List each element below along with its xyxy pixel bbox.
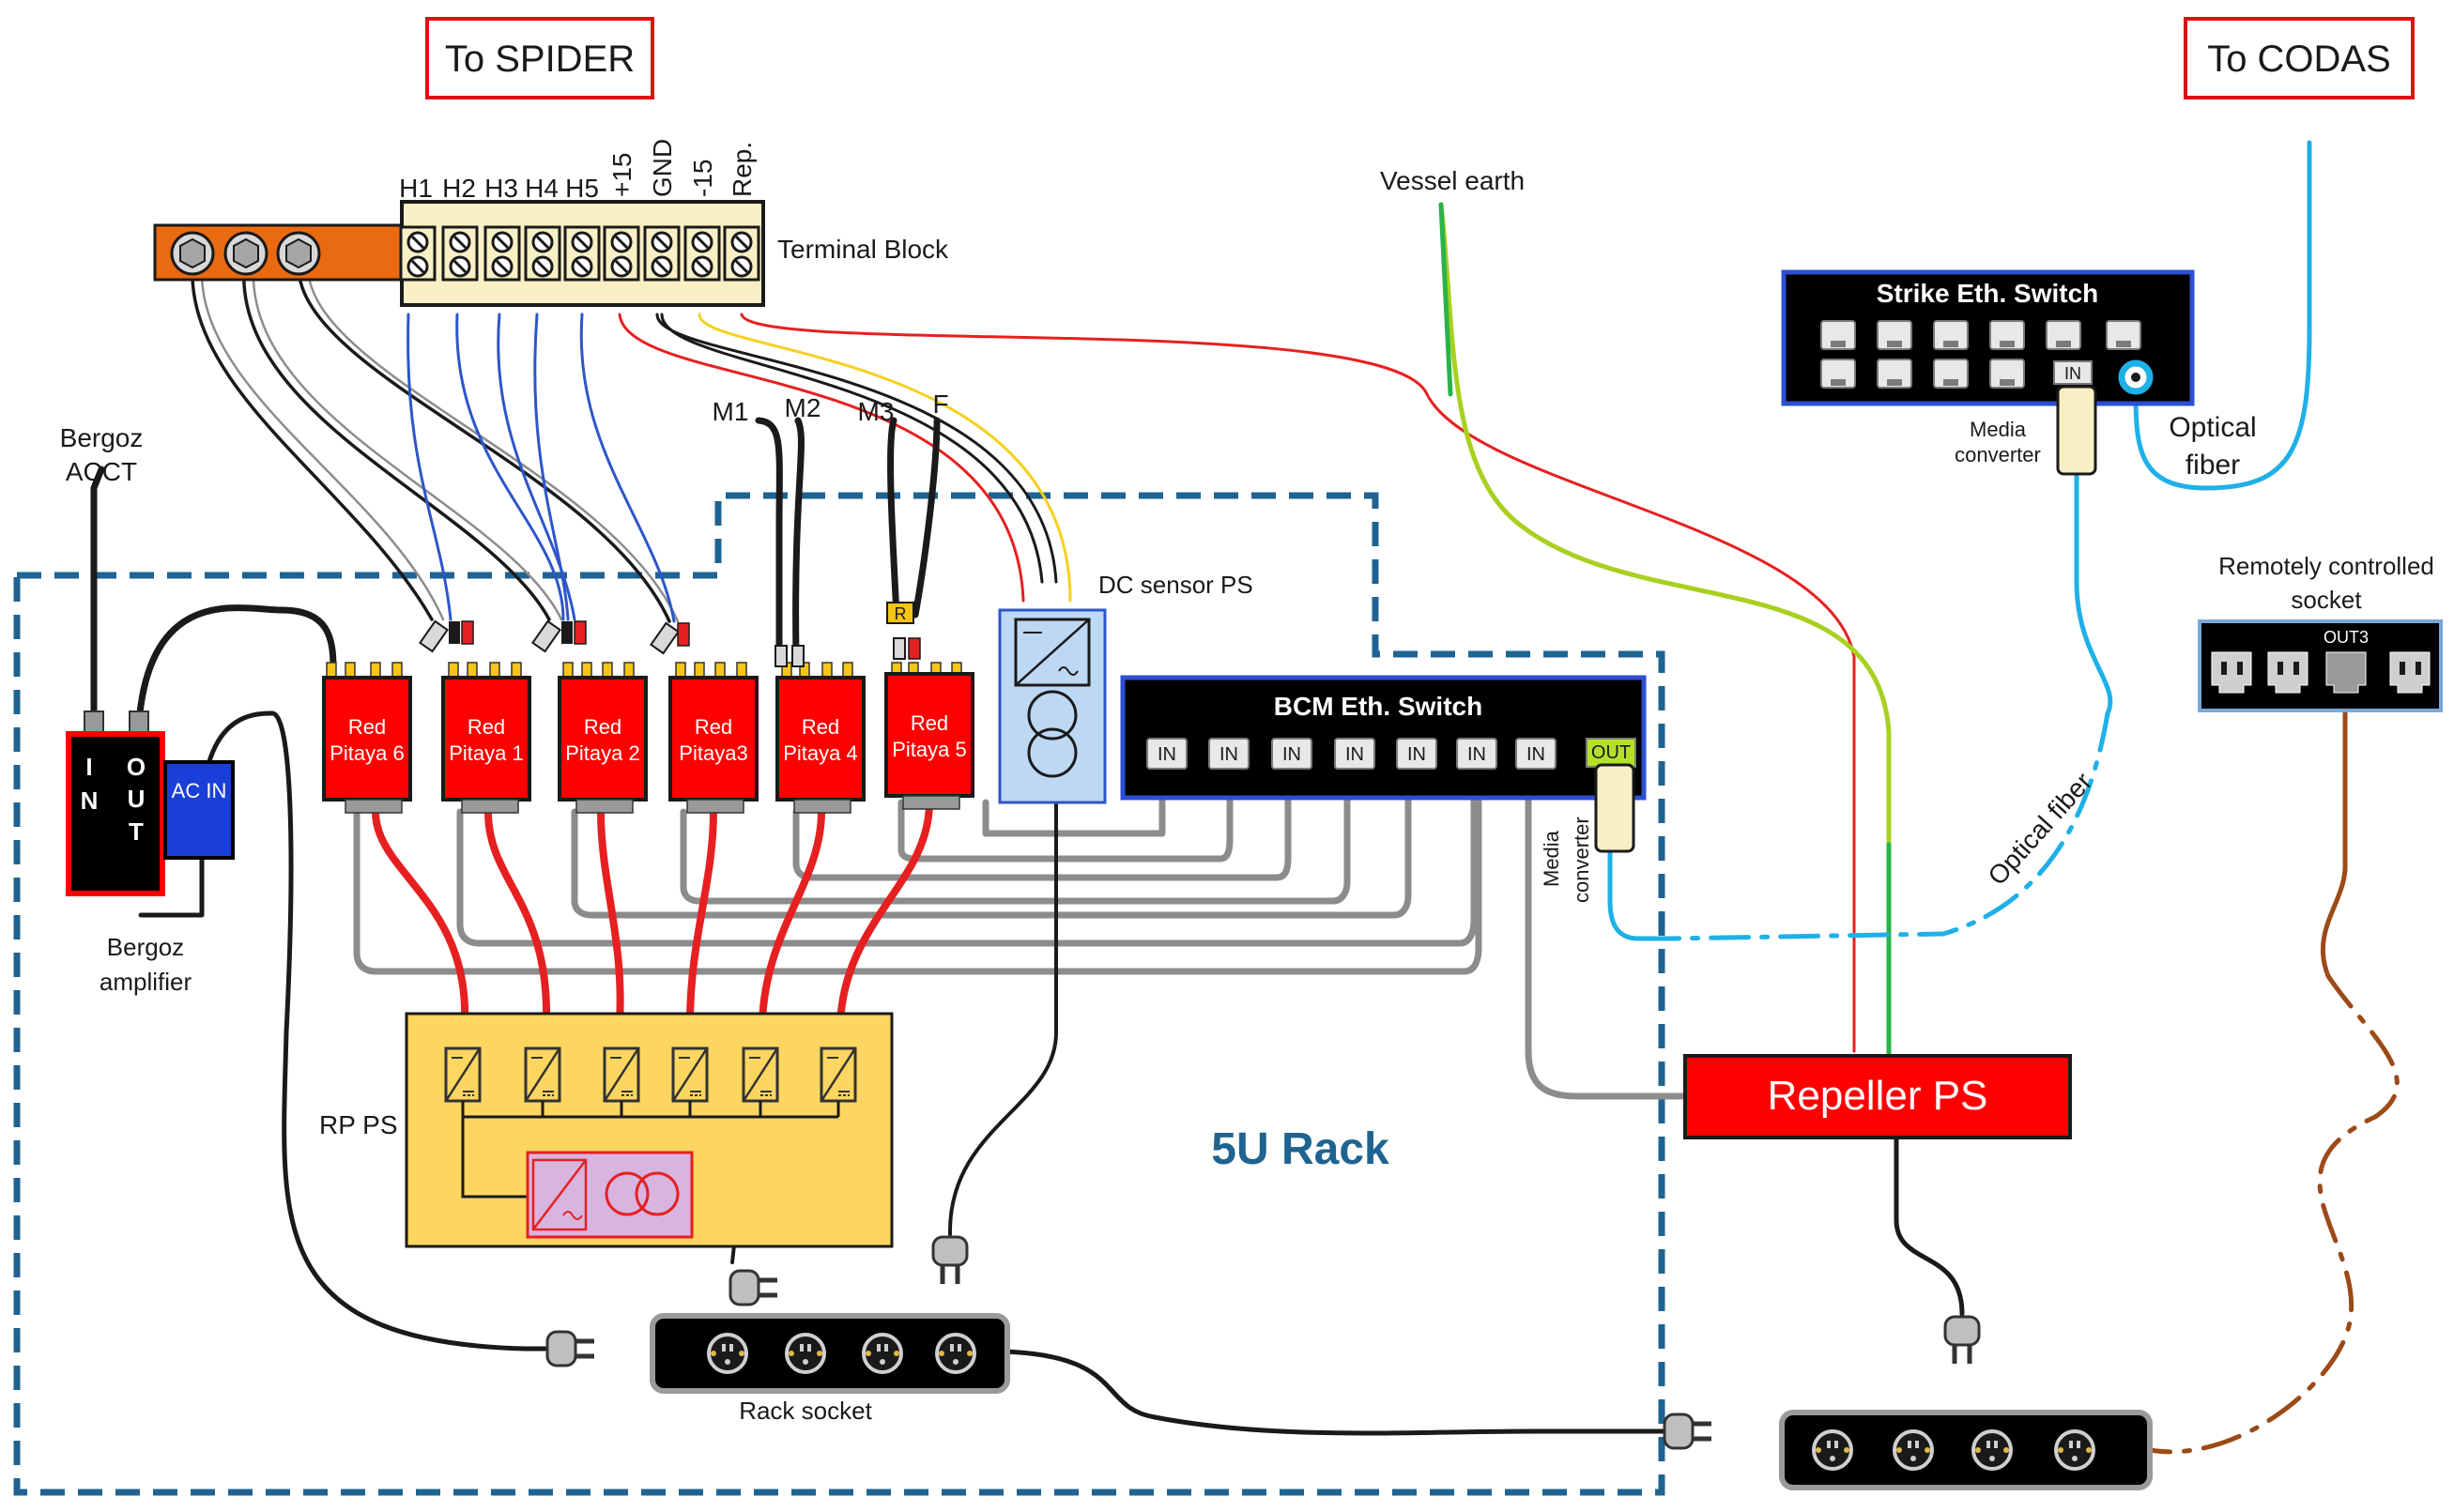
ground-bolt <box>276 231 321 276</box>
svg-text:socket: socket <box>2291 586 2362 614</box>
svg-text:Pitaya 1: Pitaya 1 <box>449 741 524 765</box>
in-letters: I <box>85 753 92 781</box>
rack-socket-label: Rack socket <box>739 1397 872 1425</box>
repeller-socket <box>1779 1410 2153 1490</box>
svg-text:OUT: OUT <box>1591 742 1631 763</box>
dc-sensor-ps <box>998 608 1107 804</box>
cable-label-f: F <box>932 389 948 419</box>
rack-5u-label: 5U Rack <box>1211 1124 1389 1174</box>
out-letters: O <box>127 753 146 781</box>
svg-text:IN: IN <box>1158 744 1176 765</box>
svg-text:Red: Red <box>695 715 732 739</box>
ground-bolt <box>223 231 268 276</box>
terminal-label-minus15: -15 <box>688 160 717 197</box>
svg-text:Pitaya 2: Pitaya 2 <box>565 741 640 765</box>
to-codas-box: To CODAS <box>2184 17 2415 99</box>
ground-bolt <box>170 231 215 276</box>
plug-icon <box>1664 1414 1711 1448</box>
media-converter-top-label: Media <box>1970 418 2027 441</box>
svg-text:Red: Red <box>348 715 386 739</box>
bergoz-acct-label: Bergoz <box>60 423 144 452</box>
svg-text:ACCT: ACCT <box>66 457 137 486</box>
bcm-eth-switch: BCM Eth. Switch IN IN IN IN IN IN IN OUT <box>1120 675 1647 801</box>
repeller-ps: Repeller PS <box>1683 1054 2072 1139</box>
terminal-block: H1 H2 H3 H4 H5 +15 GND -15 Rep. Terminal… <box>153 139 949 307</box>
to-spider-box: To SPIDER <box>425 17 654 99</box>
terminal-label-plus15: +15 <box>607 153 637 198</box>
cable-label-m2: M2 <box>785 393 821 422</box>
svg-text:converter: converter <box>1955 443 2041 466</box>
remote-socket-label: Remotely controlled <box>2218 552 2434 580</box>
plug-icon <box>730 1271 777 1305</box>
svg-text:N: N <box>81 787 99 815</box>
svg-text:amplifier: amplifier <box>100 968 192 996</box>
svg-text:IN: IN <box>1282 744 1301 765</box>
red-pitaya-6: Red Pitaya 6 <box>322 662 412 814</box>
bergoz-amplifier: I N O U T AC IN <box>66 710 235 896</box>
plug-icon <box>547 1332 594 1366</box>
terminal-label-h3: H3 <box>484 174 518 203</box>
strike-eth-switch: Strike Eth. Switch IN <box>1781 269 2195 406</box>
svg-text:IN: IN <box>1467 744 1486 765</box>
svg-text:Pitaya 4: Pitaya 4 <box>783 741 858 765</box>
svg-text:Red: Red <box>911 711 948 735</box>
terminal-label-gnd: GND <box>648 139 677 197</box>
svg-text:Red: Red <box>584 715 621 739</box>
cable-label-m3: M3 <box>858 397 895 426</box>
vessel-earth-label: Vessel earth <box>1380 166 1525 195</box>
svg-text:To SPIDER: To SPIDER <box>445 38 635 80</box>
rp-ps-label: RP PS <box>319 1110 398 1139</box>
plug-icon <box>933 1237 967 1284</box>
svg-text:Pitaya 6: Pitaya 6 <box>330 741 405 765</box>
svg-text:Red: Red <box>802 715 839 739</box>
svg-text:IN: IN <box>1345 744 1364 765</box>
strike-in-port-label: IN <box>2064 364 2081 383</box>
remote-controlled-socket: OUT3 <box>2198 619 2443 712</box>
red-pitaya-3: Red Pitaya3 <box>668 662 759 814</box>
media-converter-top <box>2056 385 2097 476</box>
terminal-label-rep: Rep. <box>728 142 757 197</box>
resistor-label: R <box>895 604 907 623</box>
cable-label-m1: M1 <box>713 397 749 426</box>
svg-text:IN: IN <box>1219 744 1238 765</box>
svg-text:T: T <box>129 817 144 846</box>
bergoz-amplifier-label: Bergoz <box>107 933 184 961</box>
bcm-in-ports: IN IN IN IN IN IN IN <box>1146 738 1557 770</box>
bcm-switch-label: BCM Eth. Switch <box>1274 692 1482 721</box>
red-pitaya-5: Red Pitaya 5 <box>884 662 974 810</box>
bcm-out-port <box>1586 738 1636 768</box>
probe-connectors: R <box>419 602 921 667</box>
plug-icon <box>1945 1317 1979 1364</box>
repeller-ps-label: Repeller PS <box>1768 1073 1988 1119</box>
red-pitaya-1: Red Pitaya 1 <box>441 662 531 814</box>
svg-text:IN: IN <box>1526 744 1545 765</box>
strike-switch-label: Strike Eth. Switch <box>1877 279 2099 308</box>
optical-fiber-label: Optical <box>2169 412 2256 443</box>
rack-outline <box>13 492 1665 1496</box>
red-pitaya-2: Red Pitaya 2 <box>558 662 648 814</box>
dc-sensor-ps-label: DC sensor PS <box>1098 571 1253 599</box>
rack-socket <box>650 1313 1010 1394</box>
svg-text:To CODAS: To CODAS <box>2207 38 2391 80</box>
wires <box>90 140 2400 1455</box>
svg-text:Red: Red <box>468 715 505 739</box>
media-converter-bcm-label: Media <box>1540 830 1563 887</box>
svg-text:Pitaya3: Pitaya3 <box>679 741 747 765</box>
svg-text:IN: IN <box>1407 744 1426 765</box>
rp-ps <box>405 1012 894 1248</box>
media-converter-bcm <box>1594 763 1635 853</box>
terminal-label-h4: H4 <box>525 174 559 203</box>
out3-label: OUT3 <box>2324 628 2369 647</box>
terminal-label-h2: H2 <box>442 174 476 203</box>
ac-in-label: AC IN <box>172 779 227 802</box>
terminal-label-h5: H5 <box>565 174 599 203</box>
svg-text:U: U <box>128 785 146 813</box>
terminal-label-h1: H1 <box>399 174 433 203</box>
svg-text:Pitaya 5: Pitaya 5 <box>892 738 967 761</box>
svg-text:fiber: fiber <box>2186 450 2240 481</box>
terminal-block-label: Terminal Block <box>777 235 949 264</box>
svg-text:converter: converter <box>1570 817 1593 903</box>
red-pitaya-4: Red Pitaya 4 <box>775 662 866 814</box>
